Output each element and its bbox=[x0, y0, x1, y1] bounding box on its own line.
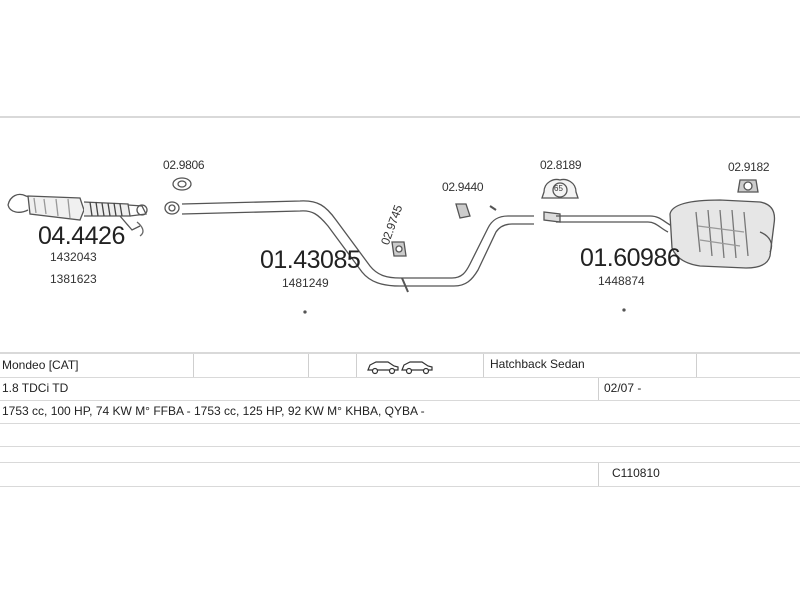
cat-ref2: 1381623 bbox=[50, 272, 97, 286]
exhaust-diagram bbox=[7, 177, 776, 314]
hanger-02-9440 bbox=[455, 203, 497, 219]
model-cell: Mondeo [CAT] bbox=[2, 358, 79, 372]
col-line-4 bbox=[483, 354, 484, 377]
rear-ref: 1448874 bbox=[598, 274, 645, 288]
engine-cell: 1.8 TDCi TD bbox=[2, 381, 69, 395]
car-silhouette-icon bbox=[366, 357, 436, 380]
hanger-02-9182 bbox=[737, 179, 759, 193]
catalytic-converter bbox=[7, 193, 148, 237]
hanger-02-9745 bbox=[391, 241, 409, 293]
row-line-1 bbox=[0, 377, 800, 378]
row-line-4 bbox=[0, 446, 800, 447]
date-cell: 02/07 - bbox=[604, 381, 642, 395]
middle-pipe bbox=[181, 200, 534, 287]
mid-ref: 1481249 bbox=[282, 276, 329, 290]
col-line-6 bbox=[598, 378, 599, 400]
cat-ref1: 1432043 bbox=[50, 250, 97, 264]
col-line-7 bbox=[598, 463, 599, 486]
rear-code: 01.60986 bbox=[580, 244, 681, 272]
col-line-5 bbox=[696, 354, 697, 377]
hanger-label-02-9440: 02.9440 bbox=[442, 180, 484, 194]
row-line-3 bbox=[0, 423, 800, 424]
row-line-5 bbox=[0, 462, 800, 463]
spec-cell: 1753 cc, 100 HP, 74 KW M° FFBA - 1753 cc… bbox=[2, 404, 425, 418]
col-line-3 bbox=[356, 354, 357, 377]
col-line-1 bbox=[193, 354, 194, 377]
row-line-2 bbox=[0, 400, 800, 401]
col-line-2 bbox=[308, 354, 309, 377]
rear-muffler bbox=[556, 199, 776, 269]
hanger-label-02-9182: 02.9182 bbox=[728, 160, 770, 174]
top-border bbox=[0, 116, 800, 118]
gasket-02-9806 bbox=[164, 177, 192, 215]
clamp-number: 65 bbox=[554, 184, 563, 193]
clamp-label-02-8189: 02.8189 bbox=[540, 158, 582, 172]
table-top-border bbox=[0, 352, 800, 354]
body-type-cell: Hatchback Sedan bbox=[490, 357, 585, 371]
cat-code: 04.4426 bbox=[38, 222, 125, 250]
clamp-02-8189 bbox=[541, 178, 579, 223]
row-line-6 bbox=[0, 486, 800, 487]
gasket-label-02-9806: 02.9806 bbox=[163, 158, 205, 172]
mid-code: 01.43085 bbox=[260, 246, 361, 274]
code-cell: C110810 bbox=[612, 466, 660, 480]
